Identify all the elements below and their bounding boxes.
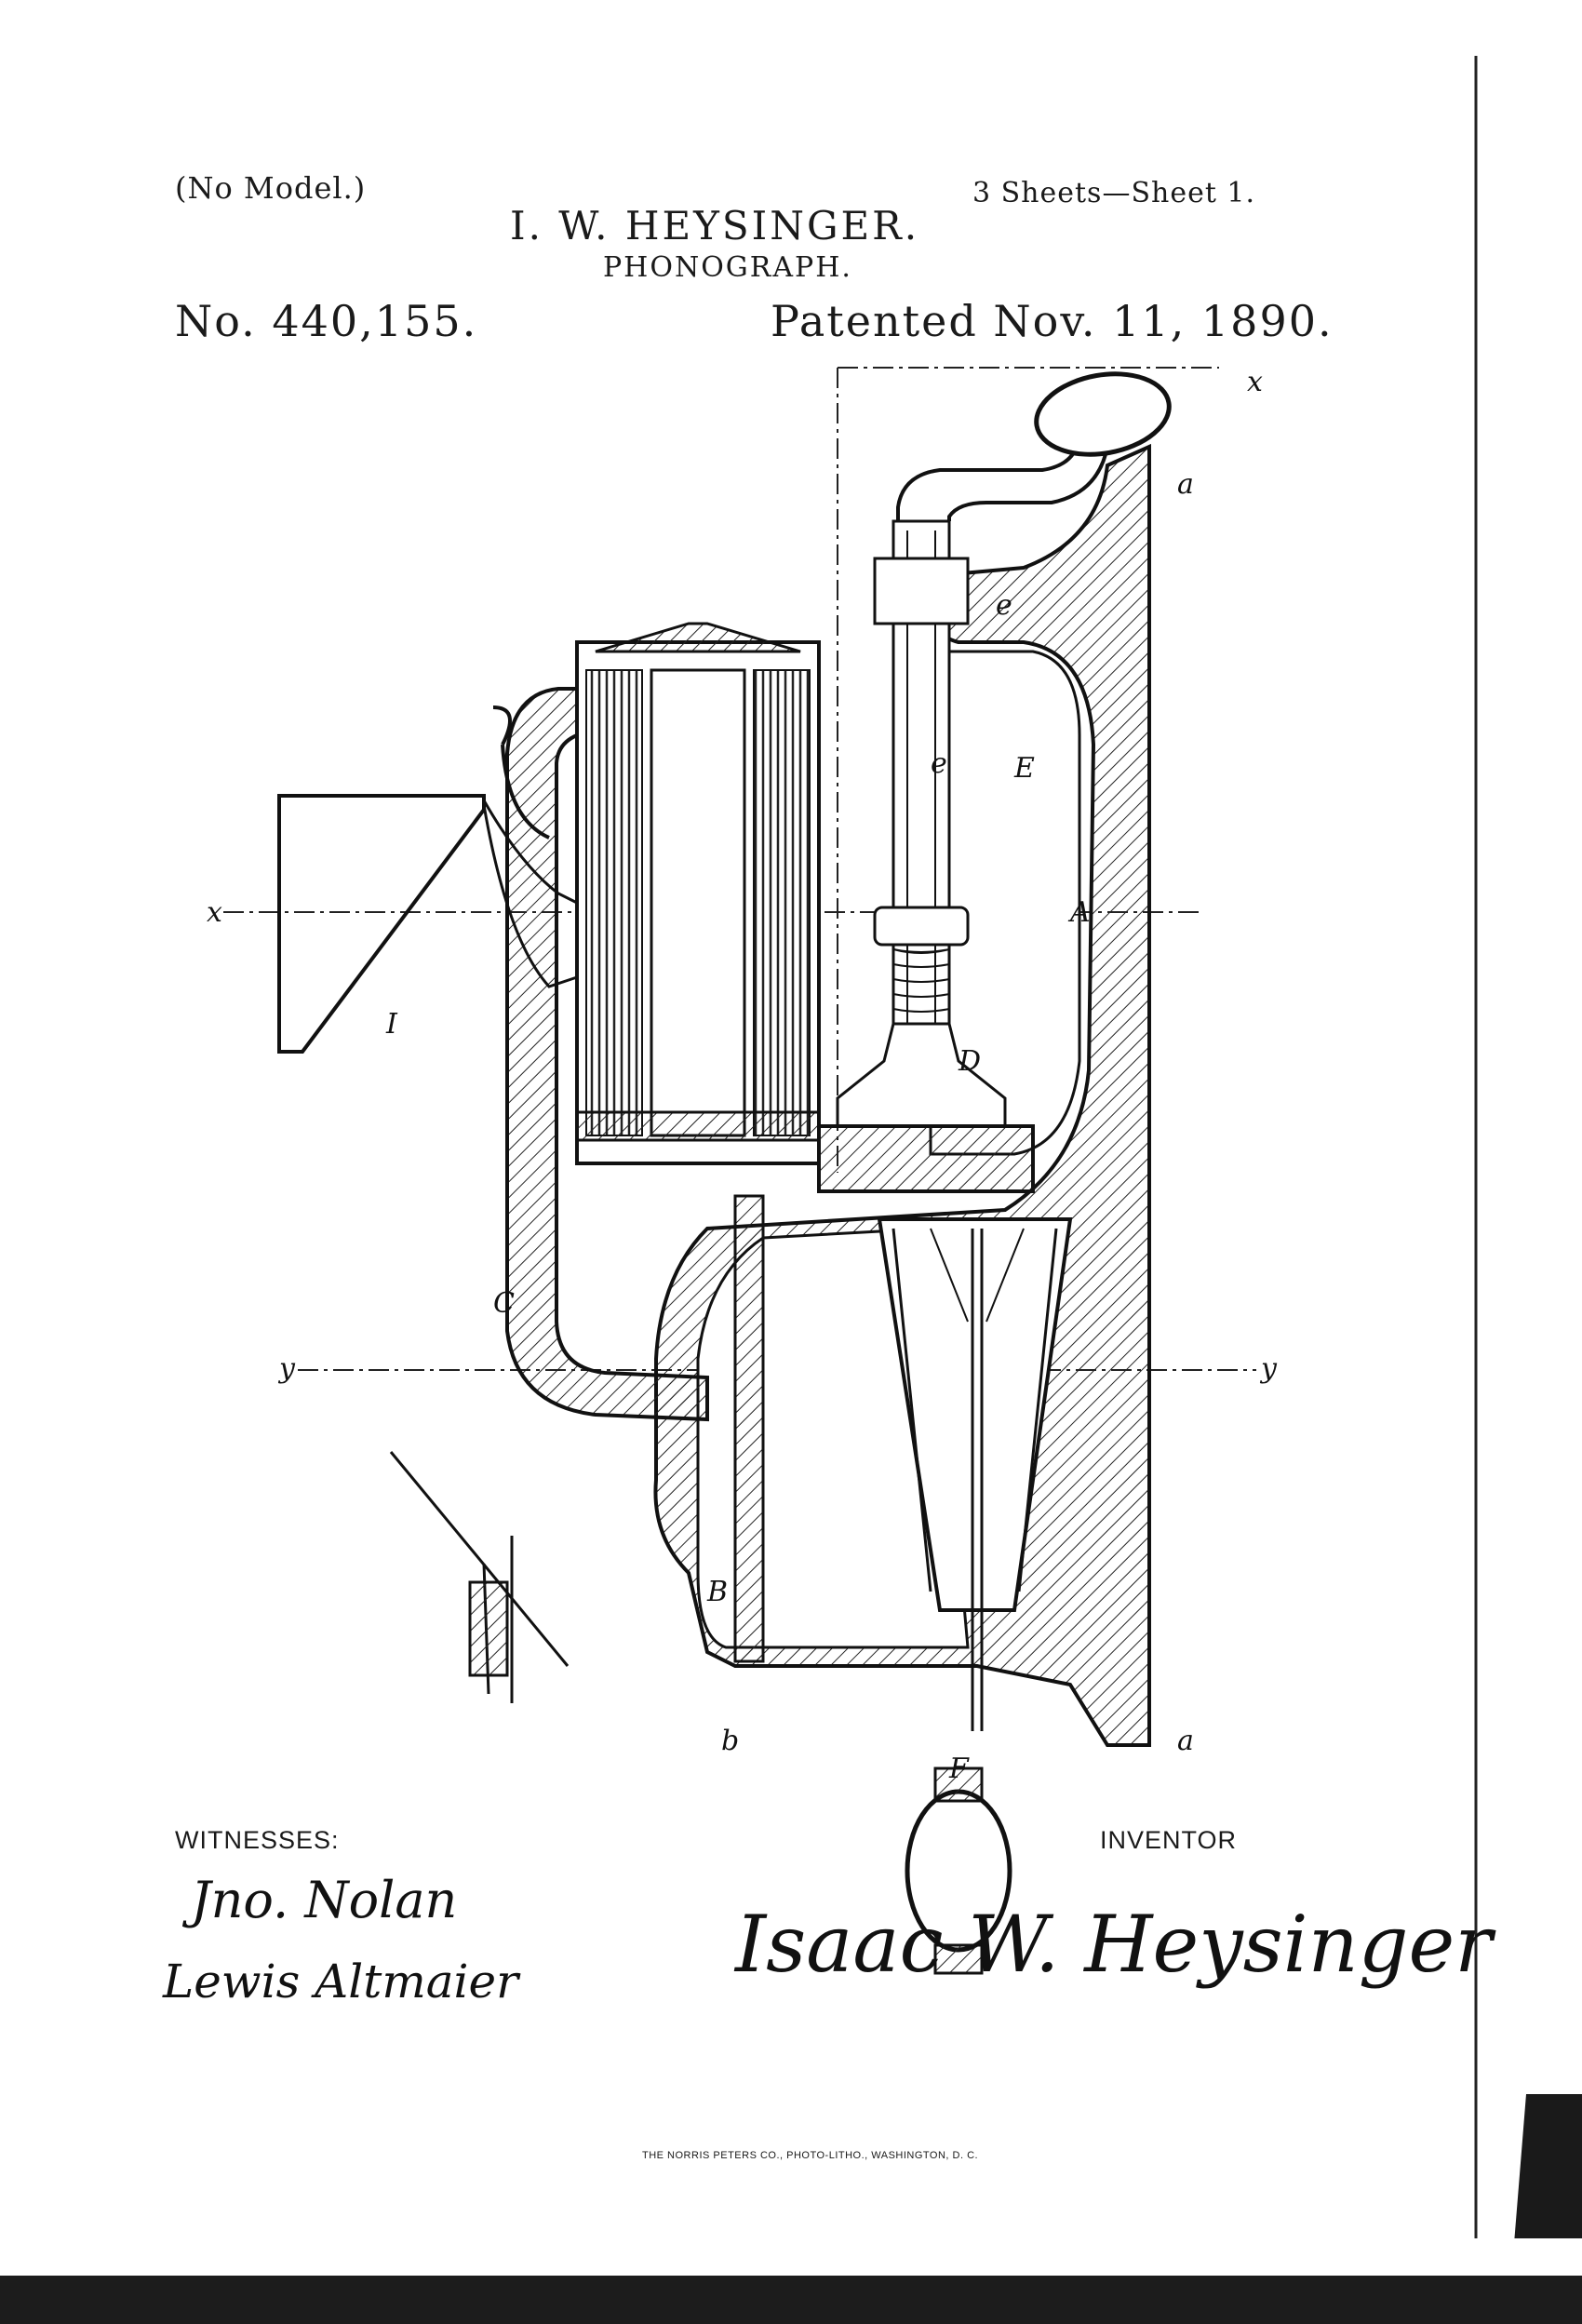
inventor-signature: Isaac W. Heysinger (735, 1899, 1493, 1990)
svg-text:a: a (1177, 1725, 1194, 1757)
coil-right (753, 669, 811, 1136)
model-note: (No Model.) (175, 170, 367, 206)
witness-signature-2: Lewis Altmaier (163, 1955, 519, 2008)
witness-signature-1: Jno. Nolan (191, 1871, 458, 1929)
shaft-nut (873, 906, 970, 947)
svg-text:I: I (385, 1008, 398, 1041)
svg-text:x: x (207, 896, 222, 929)
svg-text:A: A (1067, 896, 1091, 929)
svg-text:y: y (277, 1352, 296, 1385)
patent-number: No. 440,155. (175, 296, 478, 346)
svg-text:F: F (948, 1753, 970, 1785)
witnesses-label: WITNESSES: (175, 1826, 340, 1854)
funnel (277, 794, 486, 1054)
inventor-name: I. W. HEYSINGER. (510, 203, 920, 249)
vertical-column (733, 1194, 765, 1663)
svg-text:C: C (493, 1287, 515, 1320)
part-labels: x x y y A E I C B F a a b D e e (207, 366, 1278, 1785)
cylinder-core (650, 668, 746, 1137)
printer-credit: THE NORRIS PETERS CO., PHOTO-LITHO., WAS… (642, 2150, 979, 2161)
svg-text:a: a (1177, 468, 1194, 501)
patent-date: Patented Nov. 11, 1890. (771, 296, 1334, 346)
svg-text:x: x (1247, 366, 1263, 398)
svg-text:y: y (1259, 1352, 1278, 1385)
shaft-collar (873, 557, 970, 625)
hook-c4 (492, 705, 550, 840)
inventor-label: INVENTOR (1100, 1826, 1238, 1854)
scan-bottom (0, 2238, 1582, 2324)
svg-text:D: D (958, 1045, 981, 1078)
bulb-top (1034, 371, 1172, 457)
svg-text:b: b (721, 1725, 739, 1757)
detail-figure (389, 1451, 570, 1703)
coil-left (585, 669, 643, 1136)
sheet-count: 3 Sheets—Sheet 1. (972, 177, 1256, 209)
invention-title: PHONOGRAPH. (603, 251, 852, 284)
cylinder-top (595, 622, 801, 653)
mount-plate (817, 1124, 1035, 1193)
svg-text:e: e (996, 589, 1012, 622)
spring (892, 948, 950, 1013)
svg-text:B: B (706, 1576, 728, 1608)
svg-text:e: e (931, 747, 947, 780)
c-frame (505, 687, 709, 1422)
cylinder-cap (575, 1110, 821, 1142)
svg-text:E: E (1013, 752, 1035, 785)
